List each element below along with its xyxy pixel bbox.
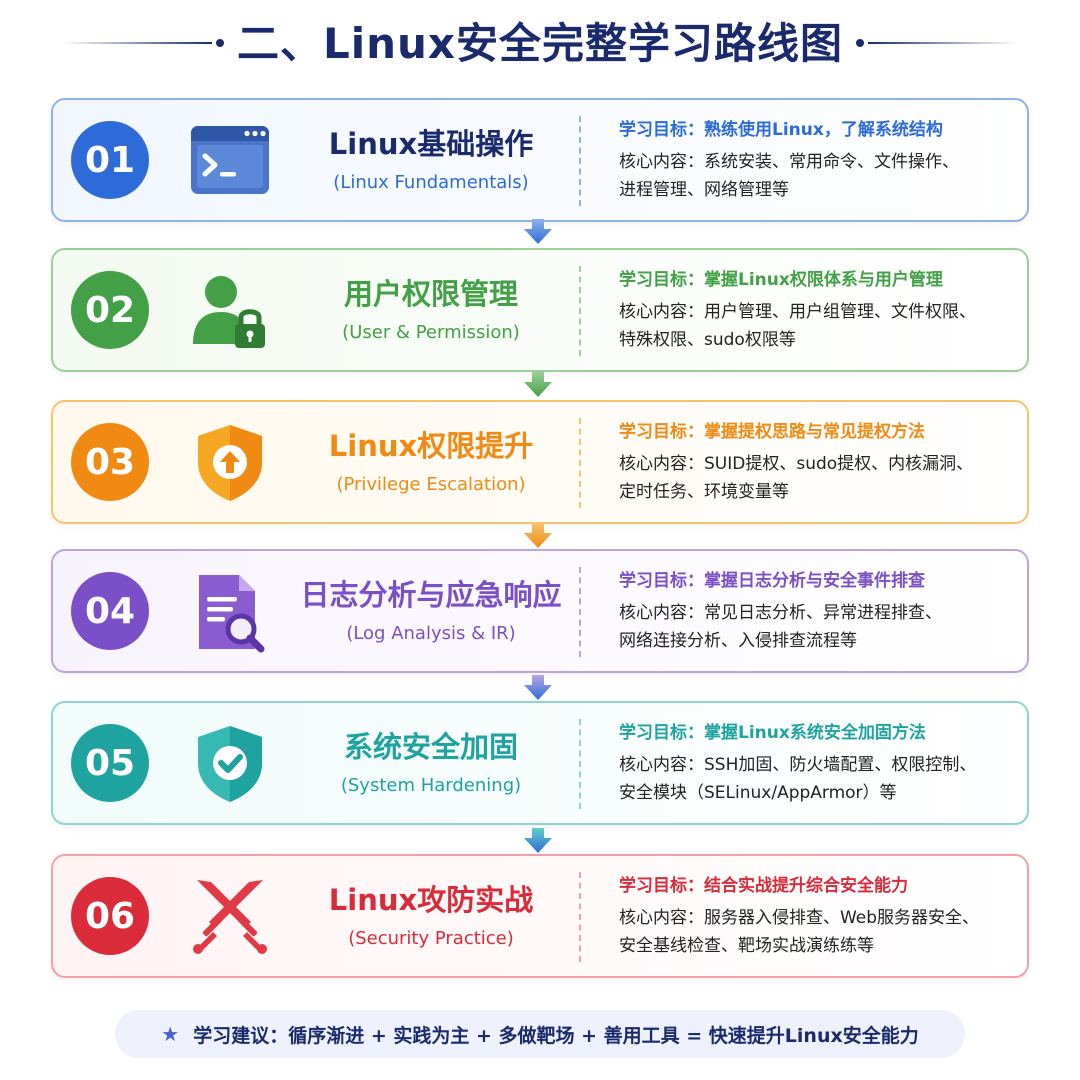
step-names: Linux攻防实战 (Security Practice) [285,880,577,954]
step-names: Linux权限提升 (Privilege Escalation) [285,426,577,500]
step-title-zh: Linux攻防实战 [328,883,534,917]
dashed-divider [579,418,581,508]
step-content: 核心内容：系统安装、常用命令、文件操作、 进程管理、网络管理等 [619,148,1019,204]
step-number-badge: 06 [71,877,149,955]
step-card-2: 02 用户权限管理 (User & Permission) 学习目标：掌握Lin… [51,248,1029,372]
step-content: 核心内容：SSH加固、防火墙配置、权限控制、 安全模块（SELinux/AppA… [619,751,1019,807]
step-title-en: (User & Permission) [342,322,520,343]
down-arrow-icon [523,675,553,701]
step-info: 学习目标：熟练使用Linux，了解系统结构 核心内容：系统安装、常用命令、文件操… [619,116,1019,204]
step-content-line-1: 核心内容：常见日志分析、异常进程排查、 [619,603,942,623]
step-number-badge: 04 [71,572,149,650]
step-title-zh: 系统安全加固 [343,730,518,764]
step-title-en: (System Hardening) [340,775,522,796]
step-content-line-1: 核心内容：SUID提权、sudo提权、内核漏洞、 [619,454,974,474]
step-number-badge: 02 [71,271,149,349]
step-number-badge: 01 [71,121,149,199]
down-arrow-icon [523,828,553,854]
step-names: 系统安全加固 (System Hardening) [285,727,577,801]
step-card-6: 06 Linux攻防实战 (Security Practice) 学习目标：结合… [51,854,1029,978]
shield-check-icon [189,723,271,805]
step-title-en: (Privilege Escalation) [336,474,526,495]
step-info: 学习目标：结合实战提升综合安全能力 核心内容：服务器入侵排查、Web服务器安全、… [619,872,1019,960]
step-title-zh: 用户权限管理 [343,277,518,311]
step-content: 核心内容：用户管理、用户组管理、文件权限、 特殊权限、sudo权限等 [619,298,1019,354]
step-content: 核心内容：常见日志分析、异常进程排查、 网络连接分析、入侵排查流程等 [619,599,1019,655]
header: 二、Linux安全完整学习路线图 [0,0,1080,90]
step-goal: 学习目标：掌握Linux权限体系与用户管理 [619,270,943,290]
step-content: 核心内容：SUID提权、sudo提权、内核漏洞、 定时任务、环境变量等 [619,450,1019,506]
step-title-zh: 日志分析与应急响应 [300,578,562,612]
step-card-5: 05 系统安全加固 (System Hardening) 学习目标：掌握Linu… [51,701,1029,825]
step-content-line-2: 安全基线检查、靶场实战演练练等 [619,936,874,956]
step-title-en: (Log Analysis & IR) [346,623,516,644]
title-decor-dot-right [856,39,864,47]
step-content-line-1: 核心内容：系统安装、常用命令、文件操作、 [619,152,959,172]
step-names: 日志分析与应急响应 (Log Analysis & IR) [285,575,577,649]
down-arrow-icon [523,523,553,549]
log-search-icon [189,571,271,653]
title-decor-line-right [868,42,1018,44]
title-decor-line-left [62,42,212,44]
step-goal: 学习目标：结合实战提升综合安全能力 [619,876,908,896]
step-content-line-2: 定时任务、环境变量等 [619,482,789,502]
step-title-en: (Security Practice) [348,928,514,949]
shield-up-icon [189,422,271,504]
step-card-3: 03 Linux权限提升 (Privilege Escalation) 学习目标… [51,400,1029,524]
study-tip-text: 学习建议：循序渐进 + 实践为主 + 多做靶场 + 善用工具 = 快速提升Lin… [193,1024,919,1047]
page-title: 二、Linux安全完整学习路线图 [236,19,844,68]
step-content-line-2: 特殊权限、sudo权限等 [619,330,796,350]
step-names: 用户权限管理 (User & Permission) [285,274,577,348]
step-title-zh: Linux权限提升 [328,429,534,463]
star-icon: ★ [161,1022,180,1046]
step-goal: 学习目标：掌握提权思路与常见提权方法 [619,422,925,442]
study-tip-banner: ★ 学习建议：循序渐进 + 实践为主 + 多做靶场 + 善用工具 = 快速提升L… [115,1010,965,1058]
step-goal: 学习目标：熟练使用Linux，了解系统结构 [619,120,943,140]
step-content: 核心内容：服务器入侵排查、Web服务器安全、 安全基线检查、靶场实战演练练等 [619,904,1019,960]
step-content-line-2: 安全模块（SELinux/AppArmor）等 [619,783,897,803]
terminal-icon [189,120,271,202]
down-arrow-icon [523,219,553,245]
step-content-line-1: 核心内容：用户管理、用户组管理、文件权限、 [619,302,976,322]
step-names: Linux基础操作 (Linux Fundamentals) [285,124,577,198]
dashed-divider [579,567,581,657]
step-info: 学习目标：掌握提权思路与常见提权方法 核心内容：SUID提权、sudo提权、内核… [619,418,1019,506]
step-content-line-1: 核心内容：服务器入侵排查、Web服务器安全、 [619,908,980,928]
step-content-line-2: 网络连接分析、入侵排查流程等 [619,631,857,651]
step-number-badge: 05 [71,724,149,802]
step-goal: 学习目标：掌握Linux系统安全加固方法 [619,723,926,743]
step-goal: 学习目标：掌握日志分析与安全事件排查 [619,571,925,591]
step-info: 学习目标：掌握日志分析与安全事件排查 核心内容：常见日志分析、异常进程排查、 网… [619,567,1019,655]
step-number-badge: 03 [71,423,149,501]
down-arrow-icon [523,372,553,398]
step-title-zh: Linux基础操作 [328,127,534,161]
dashed-divider [579,719,581,809]
step-title-en: (Linux Fundamentals) [333,172,529,193]
step-card-1: 01 Linux基础操作 (Linux Fundamentals) 学习目标：熟… [51,98,1029,222]
step-info: 学习目标：掌握Linux权限体系与用户管理 核心内容：用户管理、用户组管理、文件… [619,266,1019,354]
step-content-line-1: 核心内容：SSH加固、防火墙配置、权限控制、 [619,755,977,775]
crossed-swords-icon [189,876,271,958]
dashed-divider [579,872,581,962]
title-decor-dot-left [216,39,224,47]
step-card-4: 04 日志分析与应急响应 (Log Analysis & IR) 学习目标：掌握… [51,549,1029,673]
step-info: 学习目标：掌握Linux系统安全加固方法 核心内容：SSH加固、防火墙配置、权限… [619,719,1019,807]
dashed-divider [579,116,581,206]
dashed-divider [579,266,581,356]
step-content-line-2: 进程管理、网络管理等 [619,180,789,200]
user-lock-icon [189,270,271,352]
